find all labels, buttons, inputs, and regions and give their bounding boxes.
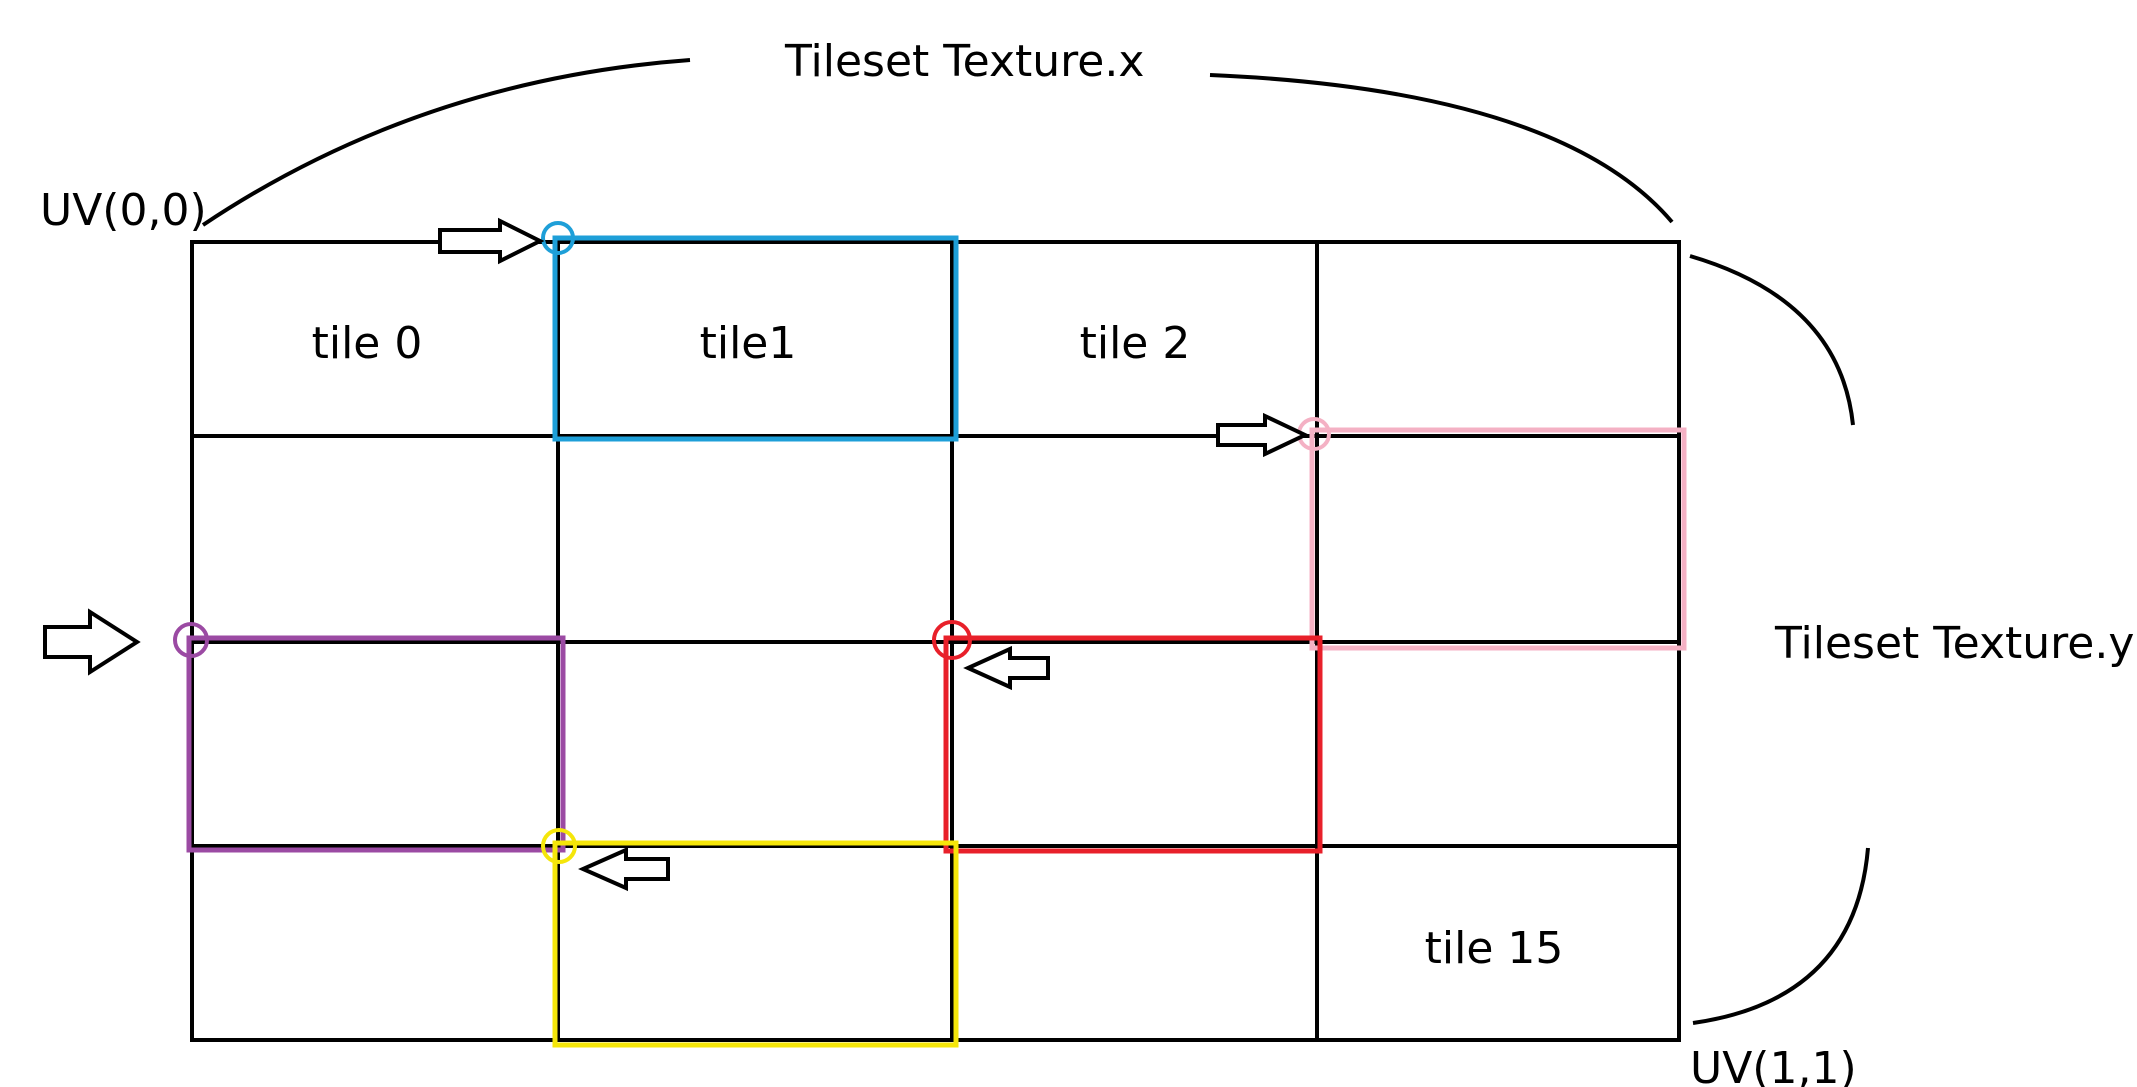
arrow-left-icon <box>963 645 1050 691</box>
highlight-purple <box>186 635 566 853</box>
texture-y-label: Tileset Texture.y <box>1774 618 2134 669</box>
arrow-right-icon <box>1216 412 1310 458</box>
tile-label: tile 0 <box>312 318 423 369</box>
uv-origin-label: UV(0,0) <box>40 185 207 236</box>
tile-label: tile 2 <box>1080 318 1191 369</box>
texture-x-label: Tileset Texture.x <box>784 36 1144 87</box>
uv-end-label: UV(1,1) <box>1690 1043 1857 1087</box>
tile-label: tile1 <box>700 318 797 369</box>
marker-red-circle <box>932 620 972 660</box>
highlight-red <box>943 635 1323 854</box>
arrow-right-icon <box>438 217 545 265</box>
texture-x-brace-left <box>201 58 691 227</box>
arrow-right-icon <box>43 608 141 676</box>
highlight-pink <box>1309 427 1687 651</box>
tile-grid <box>190 240 1681 1042</box>
texture-y-brace-top <box>1689 254 1855 426</box>
texture-x-brace-right <box>1209 73 1674 224</box>
marker-blue-circle <box>541 221 575 255</box>
highlight-blue-tile1 <box>552 235 959 442</box>
marker-yellow-circle <box>541 828 577 864</box>
arrow-left-icon <box>578 846 670 892</box>
highlight-yellow <box>552 840 959 1048</box>
marker-purple-circle <box>173 622 209 658</box>
tile-label: tile 15 <box>1425 923 1564 974</box>
texture-y-brace-bottom <box>1692 847 1870 1025</box>
